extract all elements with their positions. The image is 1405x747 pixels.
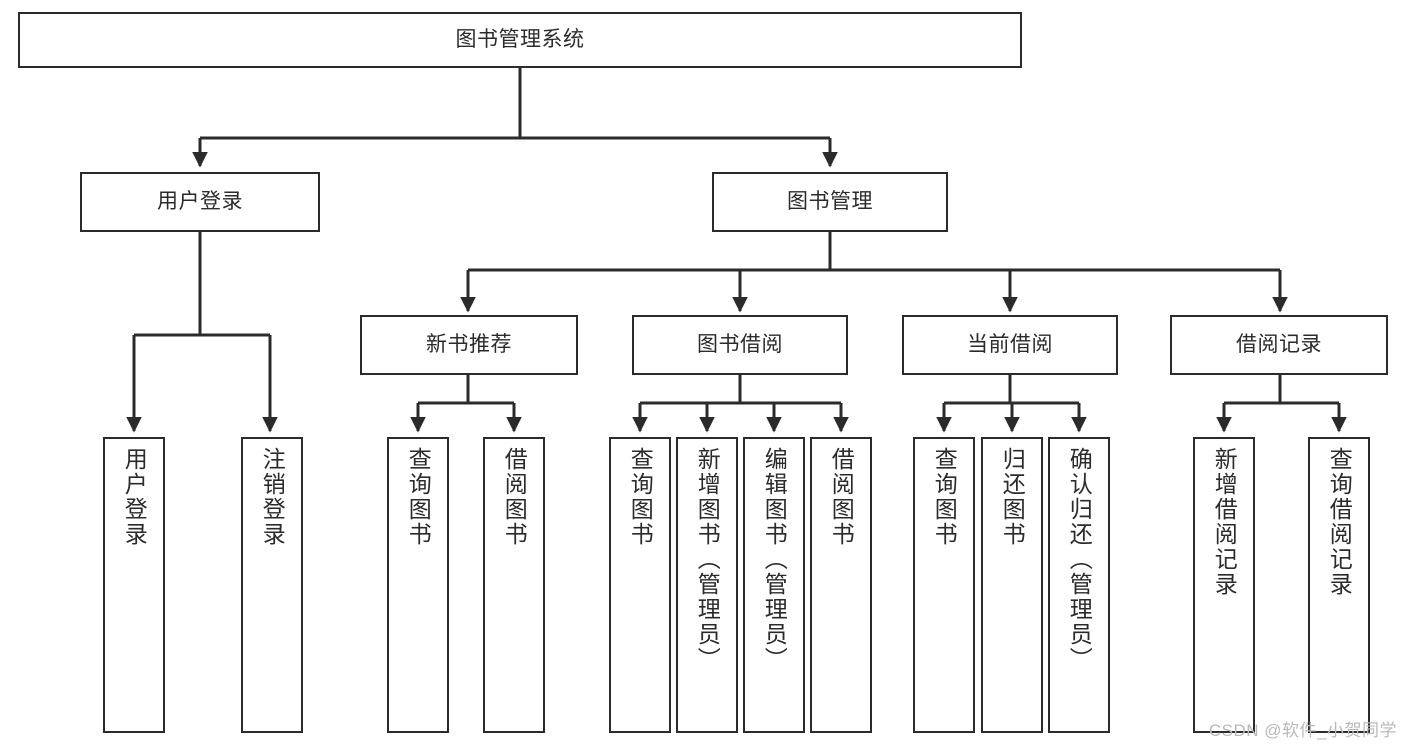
- node-leaf-user-login-label: 用户登录: [121, 447, 148, 547]
- node-leaf-query-book-3[interactable]: 查询图书: [913, 437, 975, 733]
- node-leaf-return-book[interactable]: 归还图书: [981, 437, 1043, 733]
- watermark: CSDN @软件_小贺同学: [1208, 721, 1397, 740]
- node-user-login-label: 用户登录: [157, 190, 243, 214]
- node-leaf-borrow-book-1-label: 借阅图书: [501, 447, 528, 547]
- node-leaf-query-book-3-label: 查询图书: [931, 447, 958, 547]
- node-leaf-query-record[interactable]: 查询借阅记录: [1308, 437, 1370, 733]
- node-current-borrow[interactable]: 当前借阅: [902, 315, 1118, 375]
- node-leaf-add-record[interactable]: 新增借阅记录: [1193, 437, 1255, 733]
- node-leaf-edit-book-label: 编辑图书（管理员）: [761, 447, 788, 672]
- node-user-login[interactable]: 用户登录: [80, 172, 320, 232]
- node-new-book-recommend[interactable]: 新书推荐: [360, 315, 578, 375]
- node-leaf-query-book-2-label: 查询图书: [627, 447, 654, 547]
- node-leaf-confirm-return[interactable]: 确认归还（管理员）: [1048, 437, 1110, 733]
- node-root[interactable]: 图书管理系统: [18, 12, 1022, 68]
- node-current-borrow-label: 当前借阅: [967, 333, 1053, 357]
- node-leaf-borrow-book-2[interactable]: 借阅图书: [810, 437, 872, 733]
- node-book-borrow-label: 图书借阅: [697, 333, 783, 357]
- node-new-book-recommend-label: 新书推荐: [426, 333, 512, 357]
- node-borrow-record[interactable]: 借阅记录: [1170, 315, 1388, 375]
- node-leaf-borrow-book-1[interactable]: 借阅图书: [483, 437, 545, 733]
- node-leaf-query-record-label: 查询借阅记录: [1326, 447, 1353, 597]
- node-leaf-edit-book[interactable]: 编辑图书（管理员）: [743, 437, 805, 733]
- node-leaf-borrow-book-2-label: 借阅图书: [828, 447, 855, 547]
- node-leaf-logout-login-label: 注销登录: [259, 447, 286, 547]
- node-leaf-user-login[interactable]: 用户登录: [103, 437, 165, 733]
- node-root-label: 图书管理系统: [455, 28, 585, 52]
- node-borrow-record-label: 借阅记录: [1236, 333, 1322, 357]
- node-leaf-confirm-return-label: 确认归还（管理员）: [1066, 447, 1093, 672]
- node-leaf-return-book-label: 归还图书: [999, 447, 1026, 547]
- node-leaf-logout-login[interactable]: 注销登录: [241, 437, 303, 733]
- node-leaf-query-book-1[interactable]: 查询图书: [387, 437, 449, 733]
- node-leaf-query-book-2[interactable]: 查询图书: [609, 437, 671, 733]
- node-book-borrow[interactable]: 图书借阅: [632, 315, 848, 375]
- node-book-management-label: 图书管理: [787, 190, 873, 214]
- node-leaf-add-record-label: 新增借阅记录: [1211, 447, 1238, 597]
- node-book-management[interactable]: 图书管理: [712, 172, 948, 232]
- node-leaf-add-book[interactable]: 新增图书（管理员）: [676, 437, 738, 733]
- node-leaf-query-book-1-label: 查询图书: [405, 447, 432, 547]
- node-leaf-add-book-label: 新增图书（管理员）: [694, 447, 721, 672]
